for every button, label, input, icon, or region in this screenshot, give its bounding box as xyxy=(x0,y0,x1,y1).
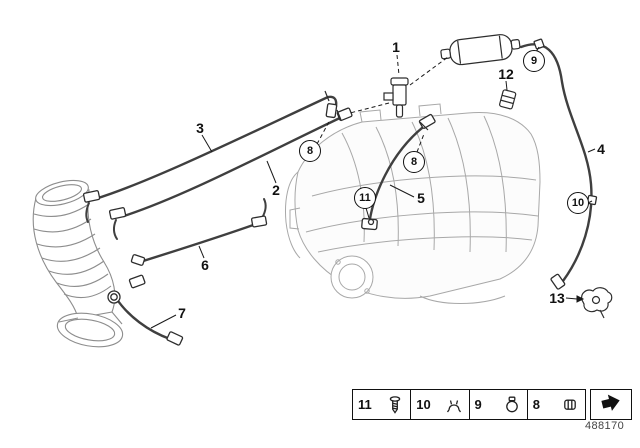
callout-12[interactable]: 12 xyxy=(498,66,514,82)
hose-4 xyxy=(519,43,593,283)
legend-item-10[interactable]: 10 xyxy=(410,390,468,419)
hose-3 xyxy=(93,95,338,201)
legend-item-11[interactable]: 11 xyxy=(353,390,410,419)
callout-5[interactable]: 5 xyxy=(417,190,425,206)
hose-6-elbow xyxy=(261,198,267,219)
hose-2 xyxy=(122,114,346,218)
vent-valve-part xyxy=(383,77,409,118)
holder-clamp-part-13 xyxy=(581,287,613,319)
callout-13[interactable]: 13 xyxy=(549,290,565,306)
legend-item-8[interactable]: 8 xyxy=(526,390,585,419)
dashed-lines xyxy=(316,54,449,153)
legend-item-number: 9 xyxy=(474,397,482,412)
hose-7 xyxy=(114,296,172,341)
hose-5 xyxy=(367,122,429,228)
screw-icon xyxy=(385,395,405,415)
callout-8-a[interactable]: 8 xyxy=(299,140,321,162)
fastener-legend: 11 10 9 xyxy=(352,389,586,420)
connector-part-12 xyxy=(499,89,517,110)
callout-8-b[interactable]: 8 xyxy=(403,151,425,173)
leader-lines xyxy=(150,46,596,329)
callout-11[interactable]: 11 xyxy=(354,187,376,209)
legend-item-number: 8 xyxy=(532,397,540,412)
canister-part xyxy=(440,34,521,66)
fittings xyxy=(82,38,598,346)
hose-3-branch xyxy=(85,202,90,223)
continuation-arrow[interactable] xyxy=(590,389,632,420)
engine-manifold xyxy=(285,103,541,304)
callout-3[interactable]: 3 xyxy=(196,120,204,136)
callout-1[interactable]: 1 xyxy=(392,39,400,55)
intake-duct xyxy=(32,179,124,348)
legend-item-9[interactable]: 9 xyxy=(468,390,527,419)
hose-clamp-icon xyxy=(502,395,522,415)
callout-2[interactable]: 2 xyxy=(272,182,280,198)
legend-item-number: 11 xyxy=(358,397,372,412)
callout-4[interactable]: 4 xyxy=(597,141,605,157)
hose-6 xyxy=(138,222,258,264)
retaining-clip-icon xyxy=(560,395,580,415)
callout-9[interactable]: 9 xyxy=(523,50,545,72)
callout-7[interactable]: 7 xyxy=(178,305,186,321)
hose-2-branch xyxy=(112,219,118,240)
vent-hoses xyxy=(85,43,593,341)
diagram-number: 488170 xyxy=(585,420,625,432)
spring-clip-icon xyxy=(444,395,464,415)
callout-6[interactable]: 6 xyxy=(201,257,209,273)
legend-item-number: 10 xyxy=(416,397,431,412)
callout-10[interactable]: 10 xyxy=(567,192,589,214)
continuation-arrow-icon xyxy=(597,393,625,417)
